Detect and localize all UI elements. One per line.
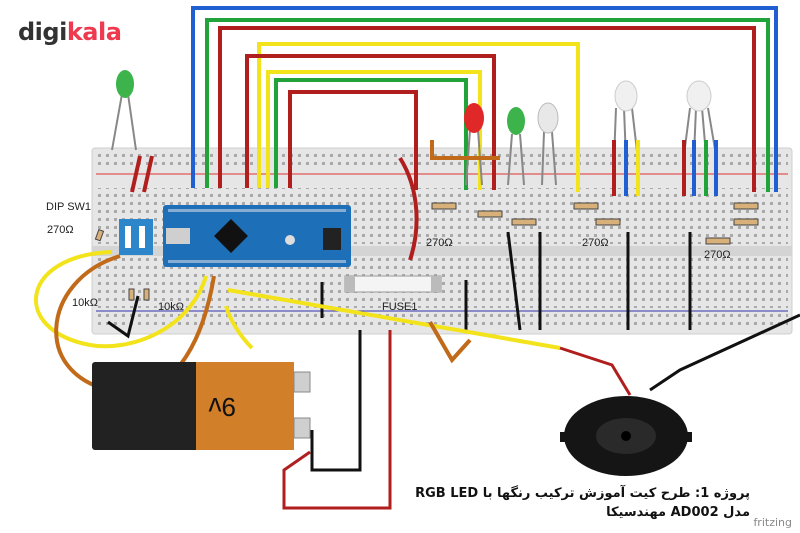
fritzing-watermark: fritzing	[753, 516, 792, 529]
resistor-label-rgb1: 270Ω	[582, 237, 609, 249]
power-wires	[282, 313, 800, 510]
rgb-led-2	[683, 80, 717, 156]
battery-label: 9v	[209, 392, 236, 422]
white-led	[537, 102, 559, 186]
resistors	[94, 202, 759, 301]
caption-line-2: مدل AD002 مهندسیکا	[606, 505, 750, 520]
dip-switch	[119, 219, 153, 255]
buzzer	[560, 396, 692, 476]
top-wires	[191, 6, 778, 192]
fuse	[344, 275, 442, 293]
resistor-10k-label-a: 10kΩ	[72, 297, 98, 309]
dip-switch-label: DIP SW1	[46, 201, 91, 213]
resistor-label-rgb2: 270Ω	[704, 249, 731, 261]
resistor-label-dip: 270Ω	[47, 224, 74, 236]
digikala-logo: digikala	[18, 18, 122, 46]
arduino-nano	[163, 205, 351, 267]
green-led-left	[111, 70, 137, 151]
battery-9v: 9v	[92, 362, 311, 450]
resistor-10k-label-b: 10kΩ	[158, 301, 184, 313]
led-wires	[130, 140, 718, 261]
project-caption: پروژه 1: طرح کیت آموزش ترکیب رنگها با RG…	[415, 484, 750, 522]
green-led	[507, 107, 525, 186]
fuse-label: FUSE1	[382, 301, 417, 313]
resistor-label-mid: 270Ω	[426, 237, 453, 249]
caption-line-1: پروژه 1: طرح کیت آموزش ترکیب رنگها با RG…	[415, 486, 750, 501]
